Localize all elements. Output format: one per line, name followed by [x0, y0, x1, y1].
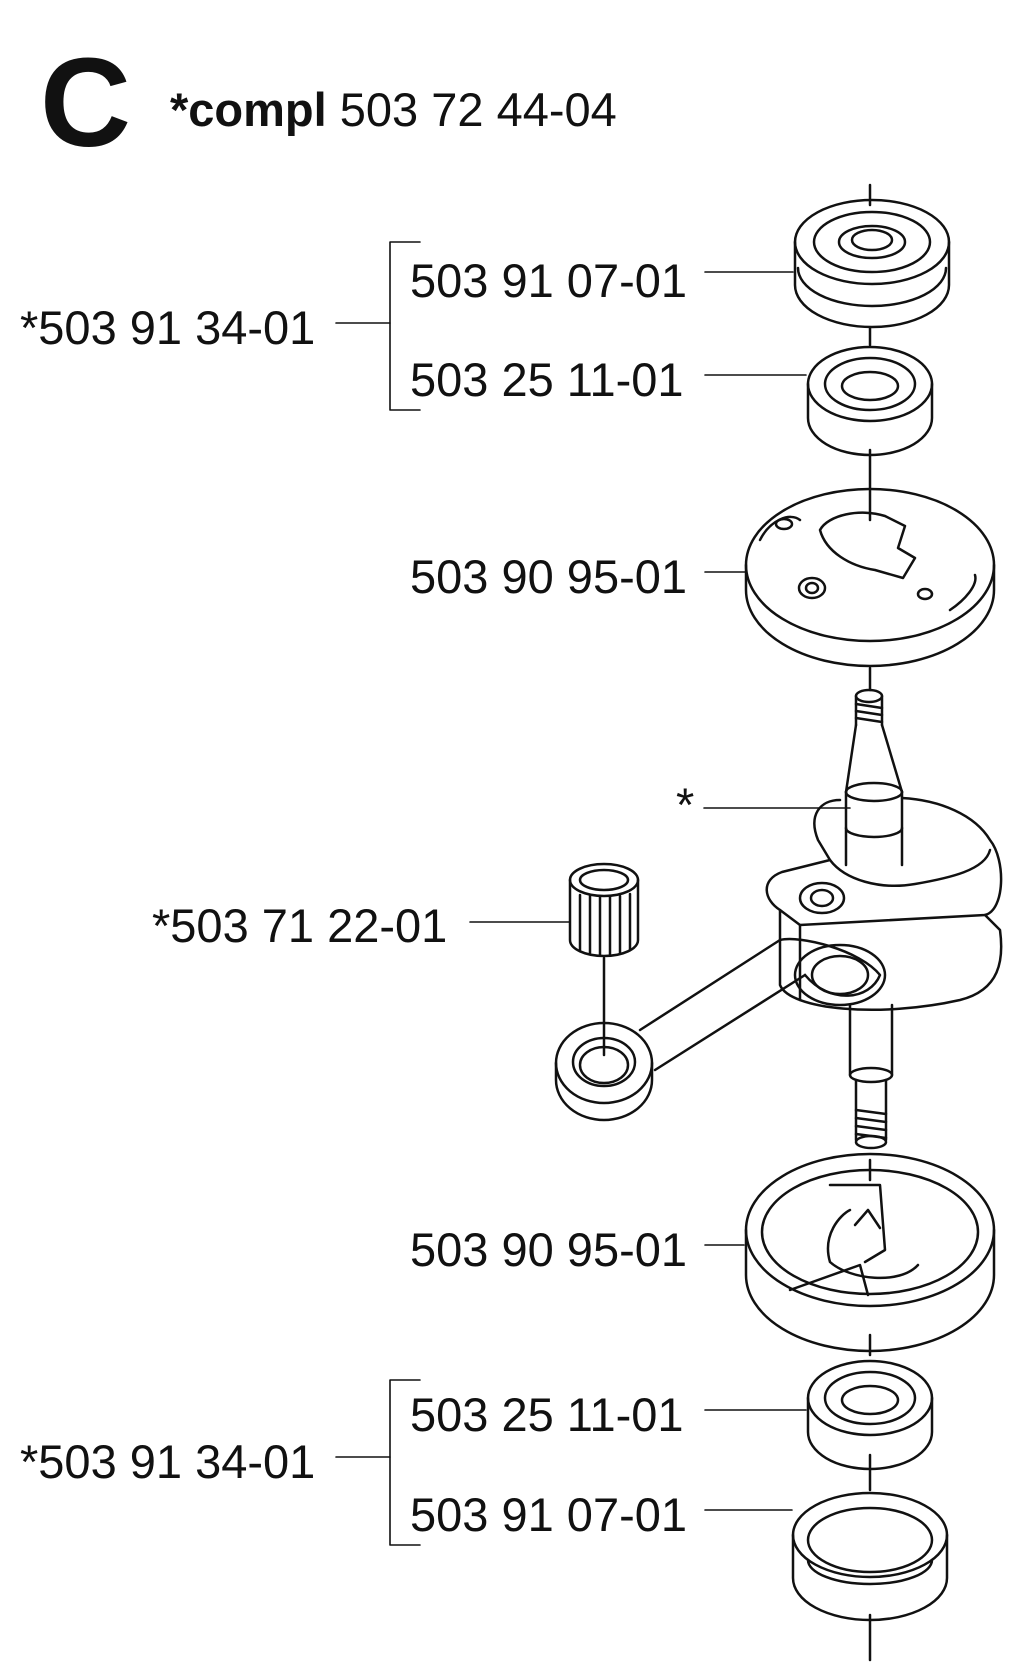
- callout-crankshaft: *: [676, 778, 695, 831]
- compl-part-number: 503 72 44-04: [339, 83, 617, 136]
- assembly-title: *compl 503 72 44-04: [170, 86, 617, 133]
- callout-seal-top: 503 25 11-01: [410, 353, 684, 406]
- compl-prefix: *compl: [170, 83, 327, 136]
- section-letter: C: [40, 32, 131, 173]
- crankshaft: [554, 688, 1003, 1150]
- callout-kit-top: *503 91 34-01: [20, 301, 316, 354]
- callout-crankcase-top: 503 90 95-01: [410, 550, 688, 603]
- leader-lines: [335, 241, 851, 1546]
- callout-seal-bottom: 503 25 11-01: [410, 1388, 684, 1441]
- callout-bearing-top: 503 91 07-01: [410, 254, 688, 307]
- bottom-crankcase-half: [744, 1152, 996, 1353]
- callout-crankcase-bottom: 503 90 95-01: [410, 1223, 688, 1276]
- callout-kit-bottom: *503 91 34-01: [20, 1435, 316, 1488]
- top-crankcase-half: [744, 487, 996, 668]
- bottom-seal-ring: [806, 1359, 934, 1471]
- callout-needle-bearing: *503 71 22-01: [152, 899, 448, 952]
- top-seal-ring: [806, 345, 934, 457]
- needle-bearing-cage: [568, 862, 640, 958]
- callout-bearing-bottom: 503 91 07-01: [410, 1488, 688, 1541]
- bottom-ball-bearing: [791, 1491, 949, 1622]
- top-ball-bearing: [793, 198, 951, 329]
